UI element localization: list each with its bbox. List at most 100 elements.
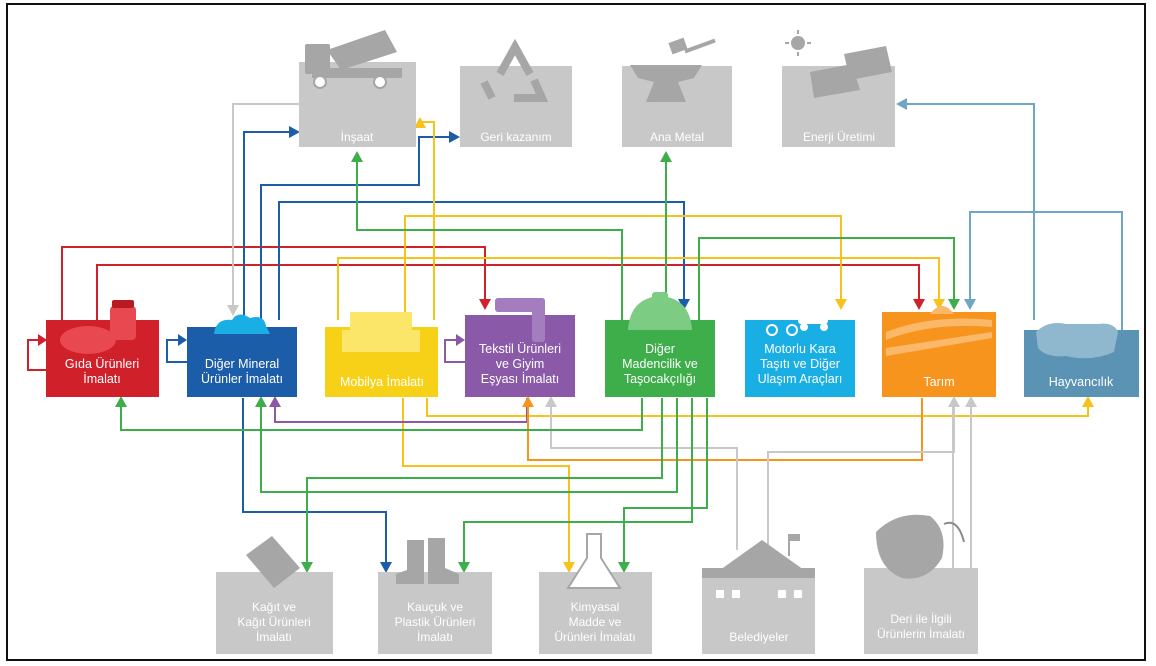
- svg-text:Mobilya İmalatı: Mobilya İmalatı: [340, 375, 424, 389]
- node-geri-kazanim: Geri kazanım: [460, 38, 572, 147]
- svg-text:ve Giyim: ve Giyim: [496, 357, 545, 371]
- boots-icon: [396, 538, 459, 584]
- node-label: İmalatı: [417, 630, 453, 644]
- diagram-frame: İnşaat Geri kazanım Ana Metal Enerji Üre…: [6, 3, 1146, 661]
- flow-tarim-tekstil: [527, 398, 923, 461]
- concrete-mixer-icon: [305, 30, 402, 89]
- flow-mobilya-geri-kazanim: [420, 121, 435, 320]
- node-label: Belediyeler: [729, 630, 788, 644]
- node-label: Tekstil Ürünleri: [479, 342, 561, 356]
- node-tarim: Tarım: [882, 306, 996, 397]
- flow-madencilik-insaat: [356, 162, 623, 320]
- node-label: Diğer: [645, 342, 675, 356]
- arrowhead: [896, 98, 907, 110]
- flow-gida-self: [27, 339, 46, 371]
- node-label: Ulaşım Araçları: [758, 372, 843, 386]
- node-belediyeler: Belediyeler: [702, 534, 815, 654]
- node-enerji: Enerji Üretimi: [782, 30, 895, 147]
- node-label: İnşaat: [341, 130, 374, 144]
- svg-text:Eşyası İmalatı: Eşyası İmalatı: [481, 372, 560, 386]
- arrowhead: [380, 562, 392, 573]
- svg-text:İnşaat: İnşaat: [341, 130, 374, 144]
- svg-text:Kimyasal: Kimyasal: [571, 600, 620, 614]
- svg-text:Plastik Ürünleri: Plastik Ürünleri: [395, 615, 476, 629]
- node-label: İmalatı: [256, 630, 292, 644]
- svg-text:Ulaşım Araçları: Ulaşım Araçları: [758, 372, 843, 386]
- svg-text:Belediyeler: Belediyeler: [729, 630, 788, 644]
- node-label: Gıda Ürünleri: [65, 357, 139, 371]
- node-tekstil: Tekstil Ürünleri ve Giyim Eşyası İmalatı: [465, 298, 575, 397]
- arrowhead: [351, 151, 363, 162]
- hard-hat-icon: [628, 292, 692, 330]
- flow-hayvancilik-tarim: [969, 211, 1123, 330]
- svg-text:Taşocakçılığı: Taşocakçılığı: [624, 372, 696, 386]
- arrowhead: [479, 299, 491, 310]
- node-label: Tarım: [923, 375, 954, 389]
- node-label: Hayvancılık: [1049, 375, 1114, 389]
- flow-madencilik-gida: [120, 398, 643, 431]
- arrowhead: [1082, 396, 1094, 407]
- flow-belediyeler-tekstil: [550, 407, 738, 550]
- arrowhead: [227, 305, 239, 316]
- flow-tekstil-self: [444, 339, 465, 363]
- flow-mobilya-hayvancilik: [426, 398, 1089, 417]
- sewing-machine-icon: [495, 298, 545, 342]
- svg-text:Ana Metal: Ana Metal: [650, 130, 704, 144]
- arrowhead: [933, 299, 945, 310]
- municipality-building-icon: [702, 534, 815, 578]
- arrowhead: [522, 396, 534, 407]
- arrowhead: [289, 126, 300, 138]
- arrowhead: [964, 299, 976, 310]
- flow-hayvancilik-enerji: [905, 103, 1035, 320]
- arrowhead: [414, 117, 426, 128]
- flow-mineral-madencilik: [278, 201, 685, 320]
- node-label: Taşocakçılığı: [624, 372, 696, 386]
- svg-text:Ürünler İmalatı: Ürünler İmalatı: [201, 372, 283, 386]
- node-label: Kağıt Ürünleri: [237, 615, 310, 629]
- svg-text:Geri kazanım: Geri kazanım: [480, 130, 551, 144]
- paper-icon: [246, 536, 300, 588]
- svg-text:Tarım: Tarım: [923, 375, 954, 389]
- svg-text:İmalatı: İmalatı: [83, 372, 121, 386]
- flow-arrowheads: [38, 98, 1094, 573]
- node-label: Madde ve: [569, 615, 622, 629]
- svg-text:İmalatı: İmalatı: [417, 630, 453, 644]
- flow-mobilya-motorlu: [404, 215, 842, 320]
- node-label: Eşyası İmalatı: [481, 372, 560, 386]
- industrial-symbiosis-diagram: İnşaat Geri kazanım Ana Metal Enerji Üre…: [27, 30, 1139, 654]
- node-ana-metal: Ana Metal: [622, 37, 732, 147]
- flow-mineral-kaucuk: [242, 398, 387, 562]
- arrowhead: [965, 396, 977, 407]
- anvil-hammer-icon: [630, 37, 716, 102]
- arrowhead: [618, 562, 630, 573]
- flow-madencilik-kaucuk: [463, 398, 693, 562]
- svg-text:Diğer Mineral: Diğer Mineral: [205, 357, 279, 371]
- node-label: Plastik Ürünleri: [395, 615, 476, 629]
- flow-madencilik-mineral: [260, 398, 678, 493]
- flow-mineral-self: [166, 339, 187, 363]
- node-kaucuk: Kauçuk ve Plastik Ürünleri İmalatı: [378, 538, 492, 654]
- svg-text:Motorlu Kara: Motorlu Kara: [764, 342, 836, 356]
- flow-madencilik-kimyasal: [623, 398, 708, 562]
- svg-text:Kağıt ve: Kağıt ve: [252, 600, 296, 614]
- svg-text:Enerji Üretimi: Enerji Üretimi: [803, 130, 875, 144]
- svg-text:Ürünlerin İmalatı: Ürünlerin İmalatı: [877, 627, 965, 641]
- svg-text:Hayvancılık: Hayvancılık: [1049, 375, 1114, 389]
- node-label: Ürünler İmalatı: [201, 372, 283, 386]
- node-label: Kimyasal: [571, 600, 620, 614]
- flow-tekstil-mineral: [274, 398, 528, 423]
- flow-gida-tekstil: [61, 246, 486, 320]
- node-label: Diğer Mineral: [205, 357, 279, 371]
- arrowhead: [115, 396, 127, 407]
- node-label: Motorlu Kara: [764, 342, 836, 356]
- flow-gida-tarim: [96, 264, 920, 320]
- flow-madencilik-kagit: [306, 398, 663, 562]
- node-mobilya: Mobilya İmalatı: [325, 312, 438, 397]
- arrowhead: [255, 396, 267, 407]
- svg-text:Deri ile İlgili: Deri ile İlgili: [890, 612, 951, 626]
- arrowhead: [835, 299, 847, 310]
- node-kagit: Kağıt ve Kağıt Ürünleri İmalatı: [216, 536, 333, 654]
- node-label: Taşıtı ve Diğer: [760, 357, 840, 371]
- svg-text:İmalatı: İmalatı: [256, 630, 292, 644]
- svg-text:Kauçuk ve: Kauçuk ve: [407, 600, 463, 614]
